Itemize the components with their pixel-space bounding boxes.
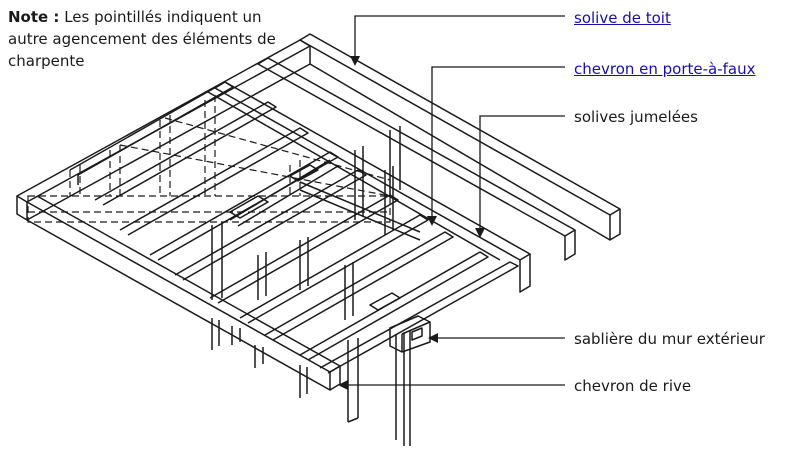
note-text: Note : Les pointillés indiquent un autre… xyxy=(8,6,288,72)
arrow-head-4 xyxy=(428,333,438,343)
label-chevron-de-rive: chevron de rive xyxy=(574,377,692,395)
arrow-head-5 xyxy=(338,380,348,390)
arrow-head-3 xyxy=(475,228,485,238)
leader-lines xyxy=(342,15,565,386)
edge-rafter xyxy=(26,195,341,391)
label-chevron-en-porte-a-faux[interactable]: chevron en porte-à-faux xyxy=(574,60,756,78)
alternate-framing-dashed xyxy=(27,95,391,223)
leader-solives-jumelees xyxy=(479,115,565,232)
leader-solive-de-toit xyxy=(354,15,565,60)
note-heading: Note : xyxy=(8,8,60,26)
blocking xyxy=(229,164,401,311)
label-solives-jumelees: solives jumelées xyxy=(574,108,698,126)
leader-arrows xyxy=(338,56,485,390)
note-body: Les pointillés indiquent un autre agence… xyxy=(8,8,276,70)
label-sabliere-du-mur-exterieur: sablière du mur extérieur xyxy=(574,330,765,348)
arrow-head-1 xyxy=(350,56,360,66)
cantilever-rafters xyxy=(69,81,519,374)
wall-top-plate xyxy=(389,315,431,353)
arrow-head-2 xyxy=(427,216,437,226)
leader-chevron-porte-a-faux xyxy=(431,66,565,220)
label-solive-de-toit[interactable]: solive de toit xyxy=(574,9,671,27)
wall-studs xyxy=(211,126,411,446)
roof-joists xyxy=(207,33,621,293)
double-joists xyxy=(229,159,421,241)
